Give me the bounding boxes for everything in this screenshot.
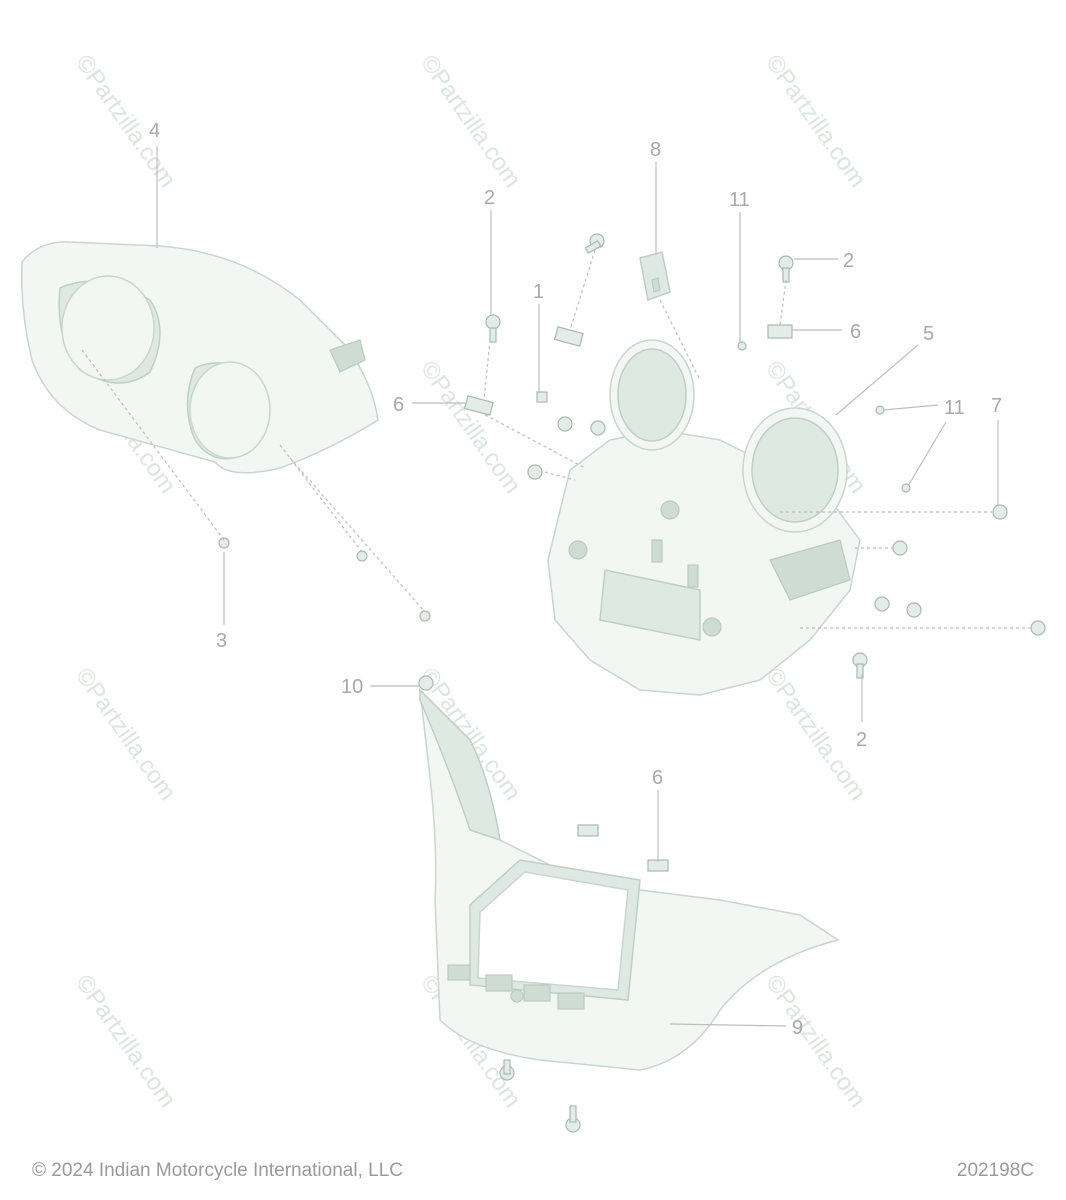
screw-icon[interactable] bbox=[489, 327, 497, 343]
screw-icon[interactable] bbox=[527, 464, 543, 480]
screw-icon[interactable] bbox=[590, 420, 606, 436]
callout-2: 2 bbox=[856, 729, 867, 751]
callout-10: 10 bbox=[341, 676, 363, 698]
callout-6: 6 bbox=[652, 767, 663, 789]
gauge-bezel-part-4[interactable] bbox=[20, 241, 379, 474]
callout-4: 4 bbox=[149, 120, 160, 142]
callout-6: 6 bbox=[393, 394, 404, 416]
watermark: ©Partzilla.com bbox=[760, 50, 871, 193]
lower-trim-panel-part-9[interactable] bbox=[419, 687, 840, 1071]
nut-icon[interactable] bbox=[992, 504, 1008, 520]
screw-icon[interactable] bbox=[419, 610, 431, 622]
screw-icon[interactable] bbox=[356, 550, 368, 562]
clip-icon[interactable] bbox=[463, 395, 494, 416]
label-pad-part-8[interactable] bbox=[639, 251, 671, 302]
gauge-bracket-part-5[interactable] bbox=[547, 339, 861, 696]
watermark: ©Partzilla.com bbox=[415, 50, 526, 193]
nut-icon[interactable] bbox=[1030, 620, 1046, 636]
callout-2: 2 bbox=[843, 250, 854, 272]
clip-icon[interactable] bbox=[577, 824, 599, 837]
nut-icon[interactable] bbox=[875, 405, 885, 415]
screw-icon[interactable] bbox=[906, 602, 922, 618]
copyright-notice: © 2024 Indian Motorcycle International, … bbox=[32, 1160, 403, 1181]
clip-icon[interactable] bbox=[767, 324, 793, 339]
screw-icon[interactable] bbox=[218, 537, 230, 549]
screw-icon[interactable] bbox=[874, 596, 890, 612]
watermark: ©Partzilla.com bbox=[415, 356, 526, 499]
callout-7: 7 bbox=[991, 395, 1002, 417]
screw-icon[interactable] bbox=[503, 1059, 511, 1075]
screw-icon[interactable] bbox=[485, 314, 501, 330]
callout-1: 1 bbox=[533, 281, 544, 303]
nut-icon[interactable] bbox=[418, 675, 434, 691]
watermark: ©Partzilla.com bbox=[70, 663, 181, 806]
callout-11: 11 bbox=[944, 397, 965, 419]
leader-lines bbox=[156, 146, 999, 1027]
callout-2: 2 bbox=[484, 187, 495, 209]
nut-icon[interactable] bbox=[737, 341, 747, 351]
callout-3: 3 bbox=[216, 630, 227, 652]
watermark: ©Partzilla.com bbox=[70, 50, 181, 193]
screw-icon[interactable] bbox=[557, 416, 573, 432]
alignment-lines bbox=[81, 249, 1030, 629]
watermark: ©Partzilla.com bbox=[760, 663, 871, 806]
screw-icon[interactable] bbox=[856, 663, 864, 679]
watermark: ©Partzilla.com bbox=[70, 970, 181, 1113]
callout-8: 8 bbox=[650, 139, 661, 161]
screw-icon[interactable] bbox=[569, 1105, 577, 1123]
screw-icon[interactable] bbox=[584, 240, 602, 254]
callout-9: 9 bbox=[792, 1017, 803, 1039]
callout-11: 11 bbox=[729, 189, 750, 211]
hardware-layer bbox=[218, 233, 1046, 1133]
watermark: ©Partzilla.com bbox=[760, 970, 871, 1113]
clip-icon[interactable] bbox=[536, 391, 548, 403]
clip-icon[interactable] bbox=[553, 326, 584, 347]
callout-6: 6 bbox=[850, 321, 861, 343]
callout-labels: 4 2 1 8 11 2 6 5 11 7 6 3 2 10 6 9 bbox=[149, 120, 1002, 1039]
screw-icon[interactable] bbox=[782, 267, 790, 283]
callout-5: 5 bbox=[923, 323, 934, 345]
screw-icon[interactable] bbox=[892, 540, 908, 556]
diagram-id: 202198C bbox=[956, 1160, 1034, 1181]
